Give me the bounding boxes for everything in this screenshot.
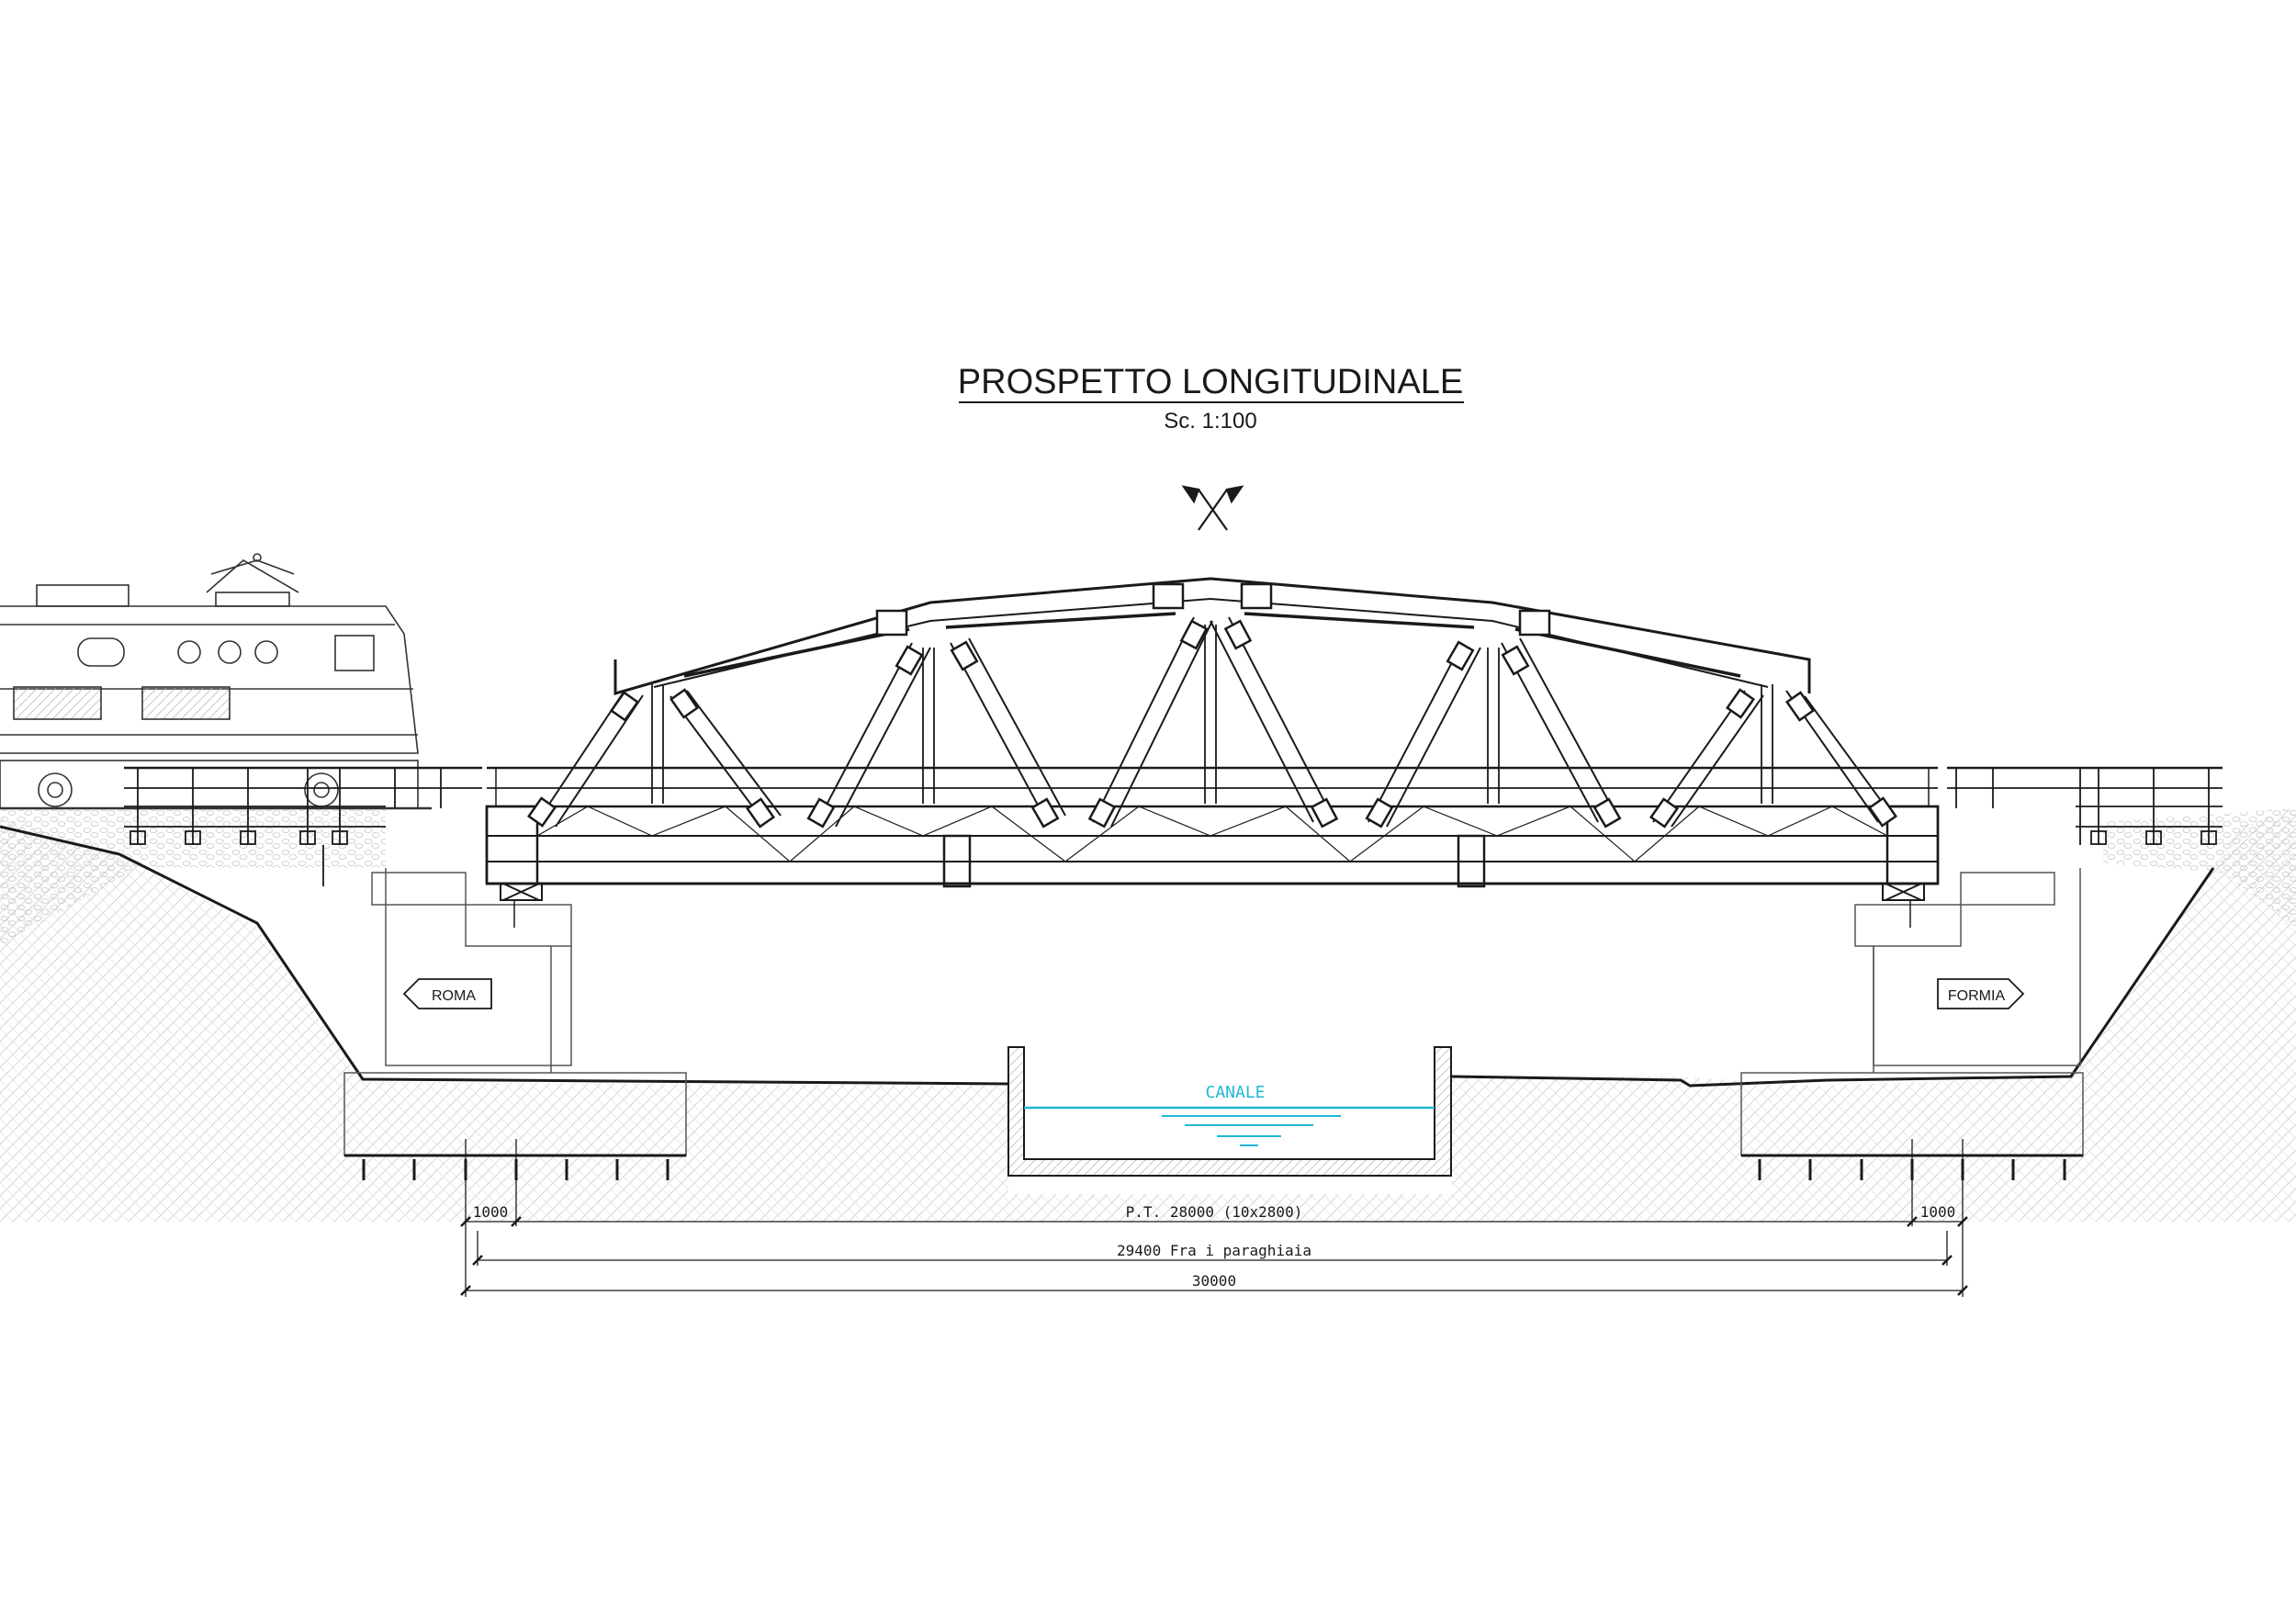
ground: [0, 807, 2296, 1222]
railing-left-approach: [124, 766, 482, 886]
truss-bridge: [485, 577, 1940, 928]
direction-arrow-roma: ROMA: [402, 978, 492, 1009]
direction-arrow-formia: FORMIA: [1937, 978, 2025, 1009]
canal: CANALE: [1007, 1046, 1452, 1177]
dim-left-end: 1000: [473, 1203, 509, 1221]
dim-overall: 30000: [1192, 1272, 1236, 1290]
canal-label: CANALE: [1205, 1083, 1265, 1102]
north-arrow-icon: [1181, 485, 1244, 531]
drawing-scale: Sc. 1:100: [1164, 409, 1256, 434]
drawing-title: PROSPETTO LONGITUDINALE: [958, 363, 1463, 401]
title-block: PROSPETTO LONGITUDINALE Sc. 1:100: [958, 363, 1464, 434]
abutment-left: [343, 868, 687, 1157]
railing-right-approach: [1947, 766, 2223, 845]
dimensions: [460, 1139, 1968, 1297]
dim-span: P.T. 28000 (10x2800): [1126, 1203, 1303, 1221]
direction-roma-label: ROMA: [432, 988, 476, 1004]
dim-right-end: 1000: [1920, 1203, 1956, 1221]
direction-formia-label: FORMIA: [1948, 988, 2006, 1004]
locomotive-icon: [0, 553, 432, 810]
dim-ballast-walls: 29400 Fra i paraghiaia: [1117, 1242, 1311, 1259]
